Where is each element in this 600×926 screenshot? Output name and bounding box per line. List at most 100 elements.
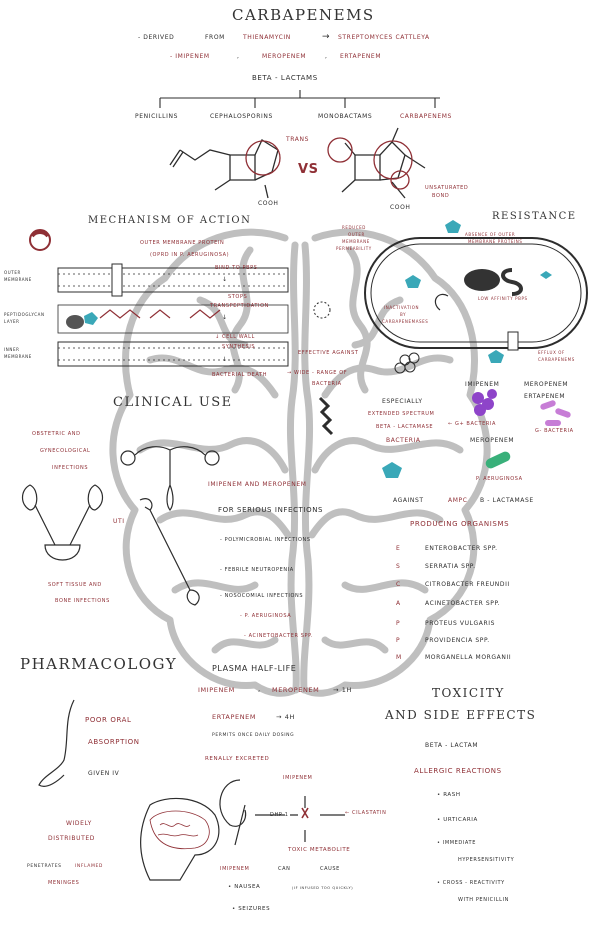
pk-ertapenem: Ertapenem (212, 713, 257, 721)
brain-side-icon (149, 810, 210, 850)
thiazolidine-ring-highlight (245, 140, 281, 176)
drug-ertapenem: Ertapenem (340, 53, 382, 60)
effective-against: Effective against (298, 350, 359, 356)
moa-step-cellwall: ↓ Cell wall (215, 334, 255, 340)
class-penicillins: Penicillins (135, 113, 178, 120)
clinical-anatomy-sketches (21, 446, 285, 881)
clinical-polymicrobial: - Polymicrobial infections (220, 537, 311, 543)
obstetric-2: Gynecological (40, 448, 91, 454)
imi-can-cause-3: cause (320, 866, 340, 872)
page-title: Carbapenems (232, 6, 375, 24)
beta-lactam-tree (159, 90, 440, 108)
efflux-1: Efflux of (538, 350, 565, 355)
infused-quickly: (if infused too quickly) (292, 886, 354, 890)
derived-label: - Derived (138, 34, 175, 41)
b-lactamase-label: β - Lactamase (480, 497, 534, 504)
once-daily: Permits once daily dosing (212, 733, 295, 738)
pk-comma: , (258, 685, 261, 693)
dhp-1-label: DHP-1 (270, 812, 289, 818)
obstetric-3: Infections (52, 465, 89, 471)
moa-title: Mechanism of Action (88, 215, 252, 226)
low-affinity-pbps: Low affinity PBPs (478, 296, 528, 301)
membrane-diagram (57, 263, 289, 367)
drug-comma-1: , (237, 53, 240, 60)
inactivation-2: by (400, 312, 407, 317)
gram-negative: G- Bacteria (535, 428, 574, 434)
moa-arrow-2: ↓ (222, 314, 228, 321)
bacteria-label: Bacteria (312, 381, 342, 387)
tox-with-penicillin: with Penicillin (458, 897, 509, 903)
extended-spectrum: Extended spectrum (368, 411, 435, 417)
uti-label: UTI (113, 518, 125, 525)
absence-omp-1: Absence of outer (465, 232, 516, 237)
moa-step-transpept: transpeptidation (210, 303, 269, 309)
p-aeruginosa: P. aeruginosa (476, 476, 523, 482)
tox-rash: • Rash (437, 792, 461, 798)
producing-organisms: Producing Organisms (410, 520, 510, 528)
colored-bacteria-icons (382, 389, 571, 478)
org-letter-e: E (396, 545, 401, 552)
moa-step-stops: Stops (228, 294, 248, 300)
plasma-half-life: Plasma Half-Life (212, 664, 297, 673)
moa-step-bind: Bind to PBPs (215, 265, 258, 271)
org-letter-a: A (396, 600, 401, 607)
distributed: distributed (48, 835, 95, 842)
spectrum-meropenem: Meropenem (524, 381, 569, 388)
bond-label: Bond (432, 193, 450, 199)
derived-from: from (205, 34, 225, 41)
toxic-metabolite: Toxic Metabolite (288, 847, 351, 853)
inner-membrane-label-2: membrane (4, 354, 32, 359)
gram-positive: ← G+ Bacteria (448, 421, 497, 427)
pk-meropenem: Meropenem (272, 686, 320, 694)
renally-excreted: Renally Excreted (205, 756, 270, 762)
outer-membrane-label-2: membrane (4, 277, 32, 282)
beta-lactamase: Beta - Lactamase (376, 424, 434, 430)
org-morganella: Morganella morganii (425, 654, 512, 661)
moa-step-synthesis: synthesis (222, 344, 256, 350)
wide-range: → Wide - range of (287, 370, 348, 376)
imi-mero-serious: Imipenem and Meropenem (208, 481, 307, 488)
seizures: • Seizures (232, 906, 271, 912)
moa-step-oprd: (OprD in P. aeruginosa) (150, 252, 230, 258)
org-letter-s: S (396, 563, 401, 570)
resistance-title: Resistance (492, 211, 577, 222)
moa-step-omp: Outer membrane protein (140, 240, 225, 246)
org-enterobacter: Enterobacter spp. (425, 545, 498, 552)
ampc-label: AmpC (448, 497, 468, 504)
carbapenem-structure (341, 127, 426, 199)
trans-label: Trans (286, 136, 309, 143)
inflamed: inflamed (75, 864, 103, 869)
carbapenem-ring-highlight (373, 140, 413, 180)
efflux-2: Carbapenems (538, 357, 575, 362)
esbl-bacteria: Bacteria (386, 437, 421, 444)
penetrates: Penetrates (27, 864, 62, 869)
spectrum-imipenem: Imipenem (465, 381, 500, 388)
class-carbapenems: Carbapenems (400, 113, 452, 120)
absorption: absorption (88, 738, 140, 746)
cell-dot-icon (29, 229, 51, 251)
imi-can-cause-1: Imipenem (220, 866, 250, 872)
especially-label: Especially (382, 398, 423, 405)
thienamycin: Thienamycin (243, 34, 291, 41)
clinical-nosocomial: - Nosocomial infections (220, 593, 304, 599)
inner-membrane-label: Inner (4, 347, 20, 352)
bone-infections: Bone infections (55, 598, 110, 604)
widely: Widely (66, 820, 92, 827)
imi-can-cause-2: can (278, 866, 291, 872)
drug-comma-2: , (325, 53, 328, 60)
vs-label: VS (298, 162, 319, 177)
obstetric-1: Obstetric and (32, 431, 81, 437)
moa-arrow-1: ↓ (222, 276, 228, 283)
outer-membrane-label: Outer (4, 270, 21, 275)
tox-beta-lactam: Beta - Lactam (425, 742, 479, 749)
clinical-acineto: - Acinetobacter spp. (244, 633, 314, 639)
bacteria-cluster-icon (313, 301, 420, 436)
org-providencia: Providencia spp. (425, 637, 490, 644)
streptomyces: Streptomyces cattleya (338, 34, 430, 41)
org-letter-p1: P (396, 620, 401, 627)
clinical-paerug: - P. aeruginosa (240, 613, 292, 619)
tox-immediate: • Immediate (437, 840, 476, 846)
org-letter-c: C (396, 581, 401, 588)
given-iv: Given IV (88, 770, 120, 777)
